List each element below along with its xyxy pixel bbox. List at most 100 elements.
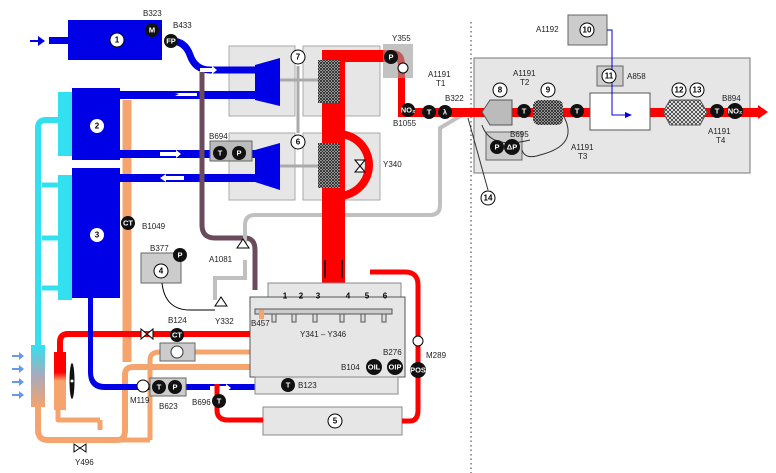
svg-text:Y332: Y332 (215, 317, 234, 326)
label-1: 1 (109, 32, 125, 48)
sensor-t4: T (710, 104, 724, 118)
vacuum-line (213, 113, 464, 300)
sensor-oil-b104: OIL (366, 359, 382, 375)
sensor-t3: T (570, 104, 584, 118)
scr-catalyst (662, 99, 708, 126)
svg-text:Y496: Y496 (75, 458, 94, 467)
b377-line (161, 282, 215, 311)
part-number-labels: B323 B433 Y355 A1191 T1 B322 B1055 B694 … (75, 9, 741, 467)
svg-text:P: P (388, 53, 393, 62)
svg-text:T: T (217, 397, 222, 406)
gauges (136, 62, 424, 393)
svg-text:5: 5 (333, 417, 338, 426)
sensor-lambda-b322: λ (438, 105, 452, 119)
scr-mixer (589, 92, 651, 131)
sensor-dp-b695: ΔP (504, 139, 520, 155)
flow-arrows (160, 66, 231, 392)
label-2: 2 (90, 119, 104, 133)
sensor-t-b694: T (213, 146, 227, 160)
svg-text:B123: B123 (298, 381, 317, 390)
svg-text:4: 4 (159, 267, 164, 276)
svg-text:A1191: A1191 (571, 143, 594, 152)
air-inlet-arrow-icon (30, 36, 45, 46)
sensor-p-b695: P (490, 140, 504, 154)
svg-text:B1055: B1055 (393, 119, 417, 128)
motor-m119 (136, 379, 150, 393)
svg-text:M: M (149, 26, 155, 35)
label-7: 7 (290, 49, 306, 65)
svg-text:B695: B695 (510, 130, 529, 139)
svg-text:OIP: OIP (389, 363, 402, 372)
motor-m289 (412, 335, 424, 347)
sensor-ct-b1049: CT (121, 216, 135, 230)
svg-text:B696: B696 (192, 398, 211, 407)
exhaust-arrows (324, 260, 343, 278)
label-3: 3 (90, 228, 104, 242)
sensor-t-b623: T (152, 380, 166, 394)
svg-text:3: 3 (95, 231, 100, 240)
svg-text:1: 1 (115, 36, 120, 45)
svg-text:T: T (218, 149, 223, 158)
svg-text:B457: B457 (251, 319, 270, 328)
svg-text:3: 3 (316, 292, 321, 301)
svg-text:Y340: Y340 (383, 160, 402, 169)
svg-text:B323: B323 (143, 9, 162, 18)
airflow-arrows-icon (12, 352, 24, 399)
svg-text:14: 14 (484, 194, 493, 203)
label-13: 13 (689, 82, 705, 98)
svg-text:A1081: A1081 (209, 255, 233, 264)
sensor-pos: POS (410, 362, 426, 378)
doser-icon (625, 112, 632, 118)
gauge-y355 (397, 62, 409, 74)
sensor-p-y355: P (384, 50, 398, 64)
svg-text:A858: A858 (627, 72, 646, 81)
sensor-t-b123: T (281, 378, 295, 392)
label-11: 11 (601, 68, 617, 84)
svg-text:P: P (172, 383, 177, 392)
svg-text:OIL: OIL (368, 363, 381, 372)
sensor-p-b377: P (173, 248, 187, 262)
svg-text:7: 7 (296, 53, 301, 62)
svg-text:T3: T3 (578, 152, 588, 161)
b457-sensor (259, 310, 264, 319)
svg-text:POS: POS (410, 366, 426, 375)
svg-text:B276: B276 (383, 348, 402, 357)
svg-text:B623: B623 (159, 402, 178, 411)
svg-text:T: T (575, 107, 580, 116)
sensor-m-b323: M (145, 23, 159, 37)
svg-text:CT: CT (123, 219, 133, 228)
fan-icon (69, 363, 75, 399)
wastegate-valve-icon (353, 159, 367, 173)
turbine-wheels (318, 60, 340, 188)
svg-text:6: 6 (296, 138, 301, 147)
svg-text:B433: B433 (173, 21, 192, 30)
sensor-p-b694: P (232, 146, 246, 160)
fan-shroud (54, 352, 66, 410)
svg-text:λ: λ (443, 108, 448, 117)
svg-text:2: 2 (299, 292, 304, 301)
sensor-ct-b124: CT (170, 328, 184, 342)
svg-text:11: 11 (605, 72, 614, 81)
sensor-no2-b1055: NO₂ (401, 103, 415, 117)
svg-text:M119: M119 (130, 396, 150, 405)
turbo-shafts (272, 66, 322, 168)
sensor-t-b696: T (212, 394, 226, 408)
svg-text:T: T (286, 381, 291, 390)
svg-text:1: 1 (283, 292, 288, 301)
svg-text:4: 4 (346, 292, 351, 301)
svg-text:T2: T2 (520, 78, 530, 87)
egr-cooler-line (214, 269, 421, 424)
svg-text:A1191: A1191 (428, 70, 451, 79)
svg-text:CT: CT (172, 331, 182, 340)
particulate-filter (533, 100, 563, 125)
svg-text:ΔP: ΔP (507, 143, 517, 152)
svg-text:10: 10 (583, 26, 592, 35)
svg-text:B894: B894 (722, 94, 741, 103)
svg-text:A1192: A1192 (536, 25, 559, 34)
sensor-no2-b894: NO₂ (727, 103, 743, 119)
sensor-oip-b276: OIP (387, 359, 403, 375)
svg-text:B322: B322 (445, 94, 464, 103)
sensor-t1: T (422, 105, 436, 119)
label-9: 9 (540, 82, 556, 98)
svg-text:B694: B694 (209, 132, 228, 141)
